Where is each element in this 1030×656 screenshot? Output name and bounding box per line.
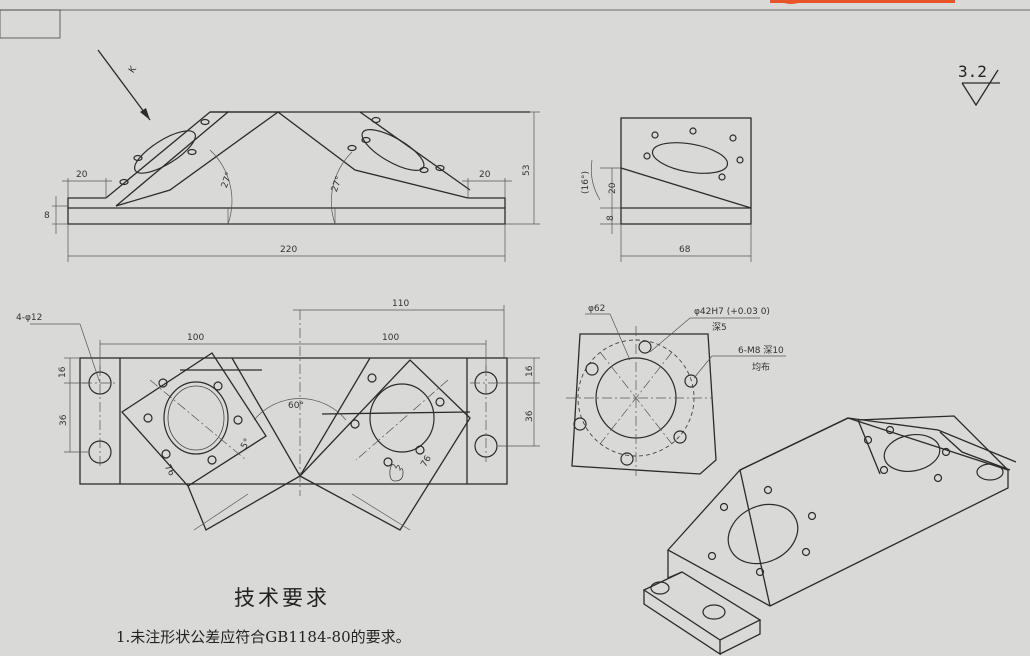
top-dim-diag-right: 76 (419, 454, 434, 469)
front-dim-base-height: 8 (44, 211, 50, 221)
view-arrow-label: K (127, 64, 139, 75)
view-arrow (97, 49, 151, 121)
front-view: K 20 20 (44, 49, 540, 262)
detail-view-k: φ62 φ42H7 (+0.03 0) 深5 6-M8 深10 均布 (566, 304, 786, 476)
technical-requirements: 技术要求 1.未注形状公差应符合GB1184-80的要求。 (116, 586, 411, 646)
isometric-view (642, 415, 1017, 656)
top-angle-small: 5° (239, 437, 253, 451)
front-dim-height: 53 (522, 165, 532, 176)
detail-bolt-circle: φ62 (588, 304, 605, 314)
front-dim-right-width: 20 (479, 170, 491, 180)
detail-threads: 6-M8 深10 (738, 345, 784, 356)
detail-bore-depth: 深5 (712, 322, 727, 333)
requirements-title: 技术要求 (234, 586, 330, 610)
logo-strip (770, 0, 955, 3)
top-dim-right-16: 16 (525, 365, 535, 377)
top-dim-right-36: 36 (525, 410, 535, 422)
top-dim-right: 100 (382, 333, 399, 343)
roughness-value: 3.2 (958, 62, 987, 81)
roughness-symbol: 3.2 (958, 62, 1000, 107)
top-dim-span: 110 (392, 299, 409, 309)
top-dim-left: 100 (187, 333, 204, 343)
top-hole-callout: 4-φ12 (16, 313, 42, 323)
top-angle-center: 60° (288, 401, 304, 411)
side-view: 20 8 (16°) 68 (581, 117, 752, 262)
front-angle-left: 27° (220, 171, 235, 189)
logo-mark (778, 0, 806, 4)
requirement-item-1: 1.未注形状公差应符合GB1184-80的要求。 (116, 628, 411, 646)
side-dim-ref-angle: (16°) (581, 171, 591, 194)
detail-threads-note: 均布 (752, 361, 770, 373)
front-dim-left-width: 20 (76, 170, 88, 180)
sheet-frame (0, 0, 1030, 39)
hand-cursor-icon (389, 464, 404, 482)
side-dim-base: 8 (606, 215, 616, 221)
side-dim-width: 68 (679, 245, 691, 255)
detail-bore: φ42H7 (+0.03 0) (694, 307, 770, 317)
top-dim-left-16: 16 (58, 366, 68, 378)
top-dim-left-36: 36 (59, 414, 69, 426)
top-dim-diag-left: 76 (162, 463, 177, 478)
front-angle-right: 27° (330, 175, 345, 193)
side-dim-height: 20 (608, 182, 618, 194)
top-view: 4-φ12 110 100 100 16 36 16 36 60° 5° 76 … (16, 299, 540, 531)
front-dim-total-length: 220 (280, 245, 297, 255)
